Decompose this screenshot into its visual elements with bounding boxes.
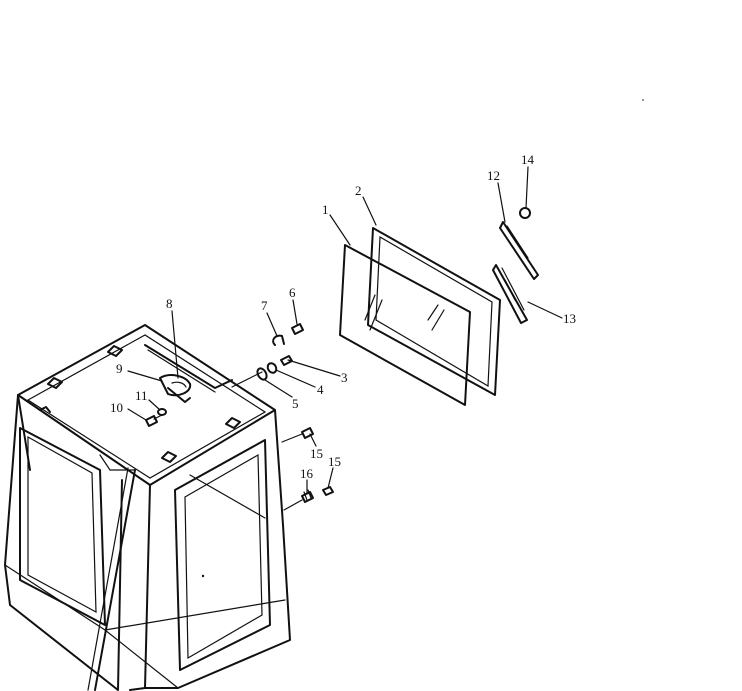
washer-5	[256, 367, 268, 381]
callout-5: 5	[292, 396, 299, 411]
bolt-6	[291, 323, 304, 335]
callout-2: 2	[355, 183, 362, 198]
callout-14: 14	[521, 152, 535, 167]
callout-12: 12	[487, 168, 500, 183]
leader-lines	[127, 166, 563, 495]
callout-15-upper: 15	[310, 446, 323, 461]
callout-1: 1	[322, 202, 329, 217]
callout-16: 16	[300, 466, 314, 481]
callout-8: 8	[166, 296, 173, 311]
bolt-15-upper	[281, 427, 314, 443]
cap-14	[519, 207, 531, 219]
callout-10: 10	[110, 400, 123, 415]
callout-11: 11	[135, 388, 148, 403]
wiper-motor	[159, 374, 192, 403]
wiper-blade	[492, 264, 528, 324]
cab-body	[4, 324, 291, 691]
callout-13: 13	[563, 311, 576, 326]
callout-15-lower: 15	[328, 454, 341, 469]
speck	[642, 99, 644, 101]
clip-7	[272, 334, 285, 346]
callout-6: 6	[289, 285, 296, 300]
connector-line	[231, 371, 263, 388]
callout-labels: 1 2 3 4 5 6 7 8 9 10 11 12 13 14 15 15 1…	[110, 152, 576, 481]
washer-11	[157, 408, 167, 416]
wiper-arm	[499, 221, 539, 280]
window-glass	[339, 244, 471, 406]
window-seal	[367, 227, 501, 396]
callout-9: 9	[116, 361, 123, 376]
callout-7: 7	[261, 298, 268, 313]
callout-4: 4	[317, 382, 324, 397]
nut-4	[266, 362, 278, 374]
washer-hose	[144, 344, 233, 393]
callout-3: 3	[341, 370, 348, 385]
